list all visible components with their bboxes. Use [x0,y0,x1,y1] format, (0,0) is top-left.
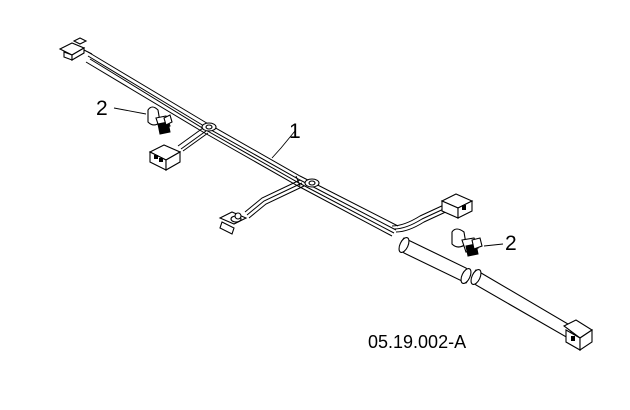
right-end-connector [562,319,594,352]
lower-left-branch [244,179,305,219]
lower-left-connector [218,211,248,235]
main-harness-trunk [85,51,399,237]
middle-junction-clip [295,175,320,188]
right-branch [391,203,451,233]
callout-label-harness: 1 [289,120,301,143]
upper-junction-clip [201,122,217,132]
callout-label-clip-upper: 2 [96,97,108,120]
left-branch-connector [148,144,182,171]
conduit-section-2 [470,269,572,339]
right-branch-connector [440,193,474,219]
conduit-section-1 [398,237,472,284]
callout-leaders [113,107,504,247]
clip-part-right [451,228,483,257]
left-end-connector [58,37,93,61]
left-branch [177,127,209,152]
clip-part-upper [147,106,173,135]
figure-reference-number: 05.19.002-A [368,332,466,352]
callout-label-clip-right: 2 [505,232,517,255]
